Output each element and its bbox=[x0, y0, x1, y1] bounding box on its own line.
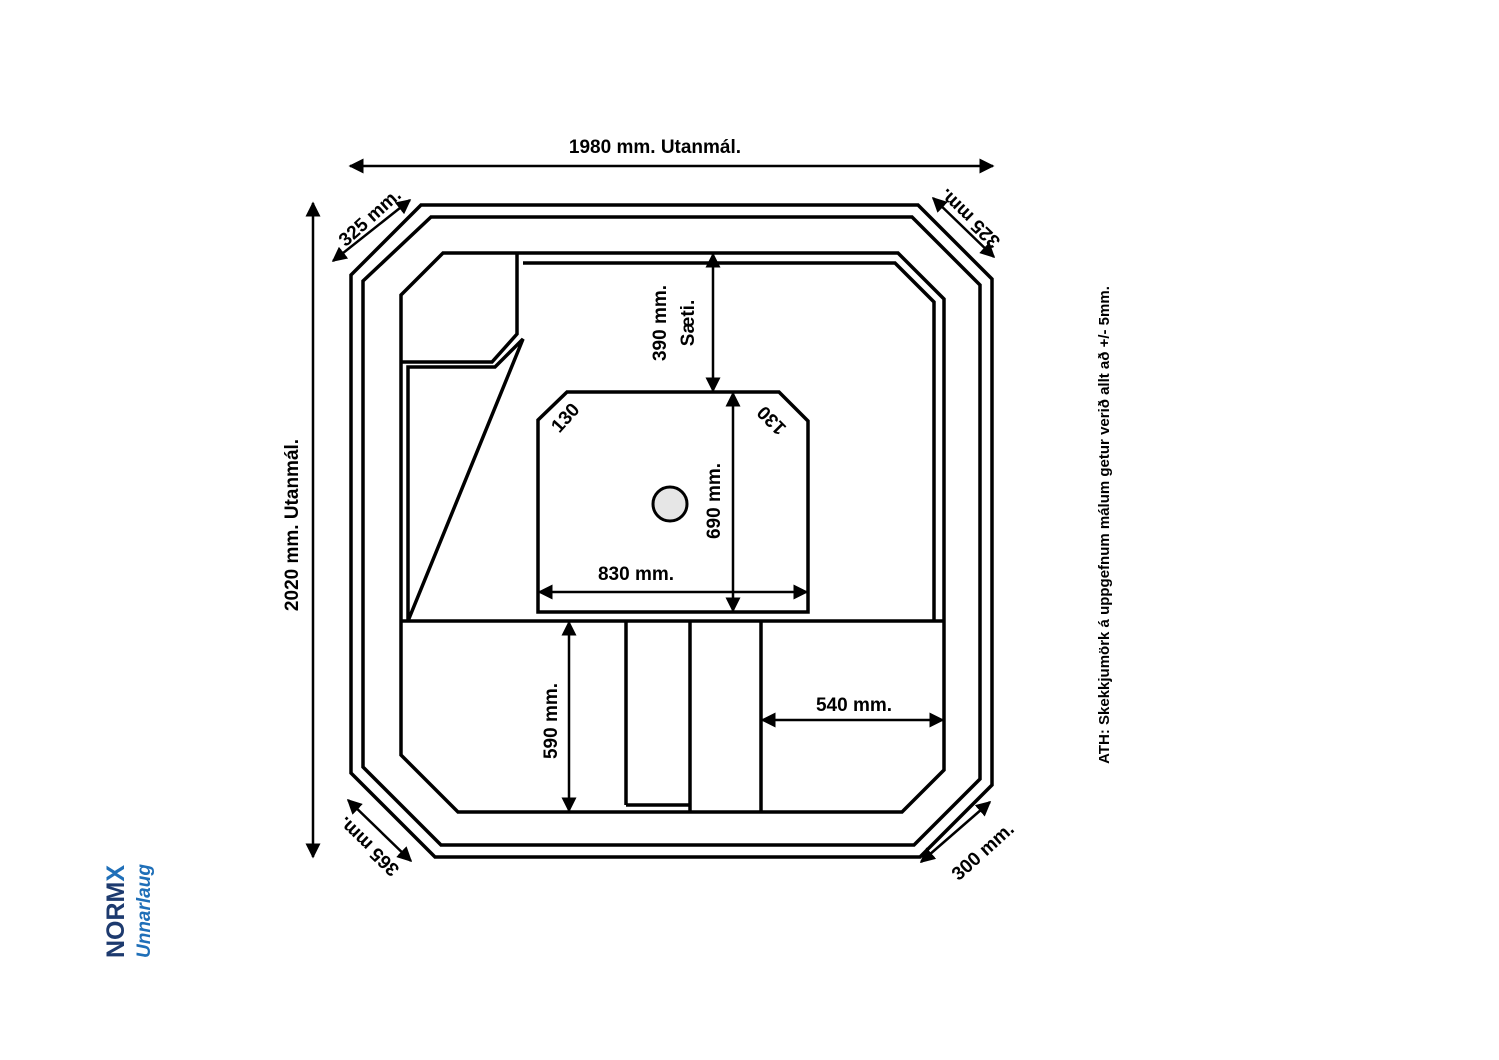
floor-width-label: 830 mm. bbox=[598, 564, 674, 585]
corner-top-left-label: 325 mm. bbox=[335, 185, 406, 251]
floor-depth-label: 690 mm. bbox=[704, 463, 725, 539]
double-arrow-icon bbox=[919, 801, 992, 863]
logo-x: X bbox=[102, 865, 130, 882]
tolerance-note: ATH: Skekkjumörk á uppgefnum málum getur… bbox=[1096, 286, 1113, 764]
brand-logo: NORMX Unnarlaug bbox=[102, 864, 155, 958]
interior-basin bbox=[399, 251, 946, 814]
center-floor bbox=[536, 390, 810, 614]
double-arrow-icon bbox=[331, 199, 412, 262]
outer-rim bbox=[349, 203, 994, 859]
tub-outline bbox=[349, 203, 994, 859]
floor-corner-right-label: 130 bbox=[753, 401, 790, 438]
inner-rim bbox=[361, 215, 982, 847]
seat-depth-label: 390 mm. bbox=[650, 285, 671, 361]
dimension-arrows bbox=[305, 158, 996, 863]
double-arrow-icon bbox=[931, 196, 996, 259]
logo-wordmark: NORMX bbox=[102, 865, 130, 958]
lower-seat-depth-label: 590 mm. bbox=[541, 683, 562, 759]
drain-circle-icon bbox=[651, 485, 689, 523]
logo-norm: NORM bbox=[102, 882, 130, 958]
outer-width-label: 1980 mm. Utanmál. bbox=[569, 137, 741, 158]
corner-top-right-label: 325 mm. bbox=[936, 184, 1005, 252]
logo-subtitle: Unnarlaug bbox=[134, 864, 155, 958]
seat-name-label: Sæti. bbox=[678, 300, 699, 346]
lower-seat-width-label: 540 mm. bbox=[816, 695, 892, 716]
outer-height-label: 2020 mm. Utanmál. bbox=[282, 439, 303, 611]
double-arrow-icon bbox=[346, 798, 413, 863]
